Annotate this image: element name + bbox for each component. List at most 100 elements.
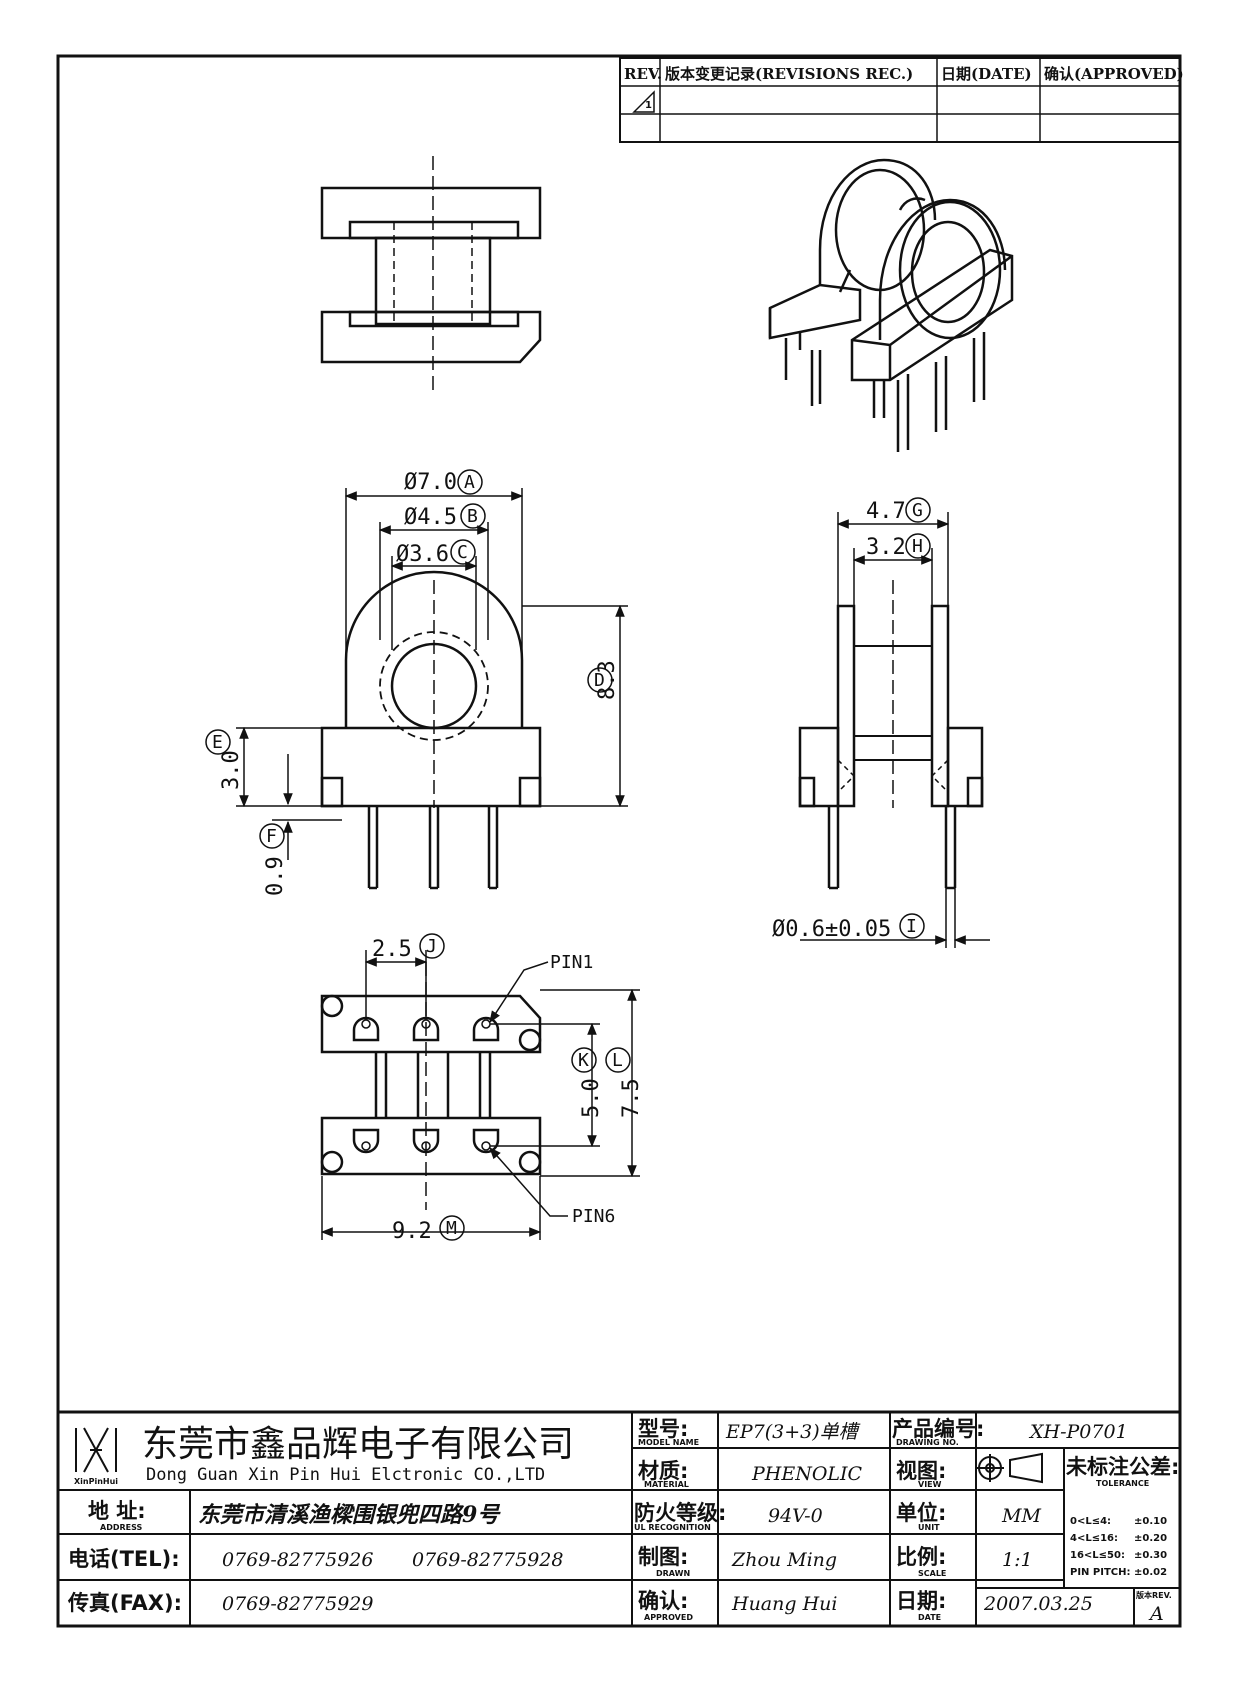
approved-header: 确认(APPROVED) — [1044, 65, 1184, 83]
svg-text:F: F — [266, 826, 277, 847]
dim-m-value: 9.2 — [392, 1219, 432, 1244]
dim-b-callout: B — [460, 503, 486, 529]
date-sub: DATE — [918, 1613, 941, 1622]
rev-header: REV. — [624, 65, 662, 83]
tolerance-range: PIN PITCH: — [1070, 1567, 1130, 1578]
dim-h-callout: H — [905, 533, 931, 559]
svg-text:M: M — [446, 1218, 457, 1239]
unit-label: 单位: — [896, 1501, 946, 1525]
approved-sub: APPROVED — [644, 1613, 693, 1622]
ul-value: 94V-0 — [768, 1505, 823, 1527]
dim-a-callout: A — [457, 469, 483, 495]
dim-e-value: 3.0 — [219, 750, 244, 790]
svg-text:L: L — [612, 1050, 623, 1071]
model-sub: MODEL NAME — [638, 1438, 699, 1447]
approved-label: 确认: — [638, 1589, 688, 1613]
front-view — [320, 570, 542, 890]
company-name-cn: 东莞市鑫品辉电子有限公司 — [142, 1424, 574, 1465]
ul-sub: UL RECOGNITION — [634, 1523, 711, 1532]
tolerance-range: 16<L≤50: — [1070, 1550, 1125, 1561]
dim-b-value: Ø4.5 — [404, 505, 457, 530]
address-sub: ADDRESS — [100, 1523, 143, 1532]
tel-label: 电话(TEL): — [68, 1547, 180, 1571]
dim-g-value: 4.7 — [866, 499, 906, 524]
date-header: 日期(DATE) — [941, 65, 1032, 83]
drawing-no-label: 产品编号: — [892, 1417, 984, 1441]
tolerance-value: ±0.02 — [1134, 1567, 1167, 1578]
dim-i-callout: I — [899, 913, 925, 939]
date-label: 日期: — [896, 1589, 946, 1613]
dim-g-callout: G — [905, 497, 931, 523]
pin1-label: PIN1 — [550, 952, 593, 973]
svg-text:C: C — [457, 542, 468, 563]
tolerance-value: ±0.30 — [1134, 1550, 1167, 1561]
material-sub: MATERIAL — [644, 1480, 689, 1489]
drawn-value: Zhou Ming — [731, 1549, 837, 1571]
dim-a-value: Ø7.0 — [404, 470, 457, 495]
drawing-no-sub: DRAWING NO. — [896, 1438, 959, 1447]
dim-i-value: Ø0.6±0.05 — [772, 917, 891, 942]
dim-k-callout: K — [571, 1047, 597, 1073]
logo-text: XinPinHui — [74, 1477, 118, 1486]
drawn-sub: DRAWN — [656, 1569, 690, 1578]
tolerance-range: 4<L≤16: — [1070, 1533, 1118, 1544]
revision-table — [619, 57, 1181, 143]
fax-value: 0769-82775929 — [222, 1593, 373, 1615]
bottom-view — [320, 962, 542, 1210]
model-value: EP7(3+3)单槽 — [725, 1421, 861, 1443]
tolerance-table: 0<L≤4: ±0.10 4<L≤16: ±0.20 16<L≤50: ±0.30PIN … — [1070, 1516, 1167, 1578]
dim-d-value: 8.3 — [595, 660, 620, 700]
svg-text:J: J — [426, 936, 437, 957]
model-label: 型号: — [638, 1417, 688, 1441]
dim-l-value: 7.5 — [619, 1078, 644, 1118]
revision-symbol: 1 — [645, 100, 652, 111]
dim-l-callout: L — [605, 1047, 631, 1073]
fax-label: 传真(FAX): — [67, 1591, 182, 1615]
dim-f-value: 0.9 — [263, 856, 288, 896]
view-label: 视图: — [896, 1459, 946, 1483]
dim-e-callout: E — [205, 729, 231, 755]
projection-symbol-icon — [976, 1452, 1043, 1484]
side-view — [798, 580, 984, 890]
scale-value: 1:1 — [1002, 1549, 1033, 1571]
top-view — [320, 156, 542, 392]
ul-label: 防火等级: — [634, 1501, 726, 1525]
company-name-en: Dong Guan Xin Pin Hui Elctronic CO.,LTD — [146, 1465, 545, 1485]
drawn-label: 制图: — [638, 1545, 688, 1569]
tel-1: 0769-82775926 — [222, 1549, 373, 1571]
svg-text:I: I — [906, 916, 917, 937]
svg-text:G: G — [912, 500, 923, 521]
dim-h-value: 3.2 — [866, 535, 906, 560]
view-sub: VIEW — [918, 1480, 942, 1489]
tel-2: 0769-82775928 — [412, 1549, 563, 1571]
svg-text:K: K — [578, 1050, 589, 1071]
svg-text:H: H — [912, 536, 923, 557]
unit-value: MM — [1001, 1505, 1041, 1527]
tolerance-value: ±0.10 — [1134, 1516, 1167, 1527]
scale-sub: SCALE — [918, 1569, 946, 1578]
date-value: 2007.03.25 — [983, 1593, 1093, 1615]
svg-text:A: A — [464, 472, 475, 493]
pin6-label: PIN6 — [572, 1206, 615, 1227]
svg-text:E: E — [212, 732, 223, 753]
front-view-dimension-lines — [236, 488, 628, 860]
dim-m-callout: M — [439, 1215, 465, 1241]
company-logo-icon — [75, 1427, 117, 1473]
revision-triangle-icon — [632, 90, 655, 113]
side-view-dimension-lines — [800, 512, 990, 948]
scale-label: 比例: — [896, 1545, 946, 1569]
material-value: PHENOLIC — [751, 1463, 863, 1485]
tolerance-sub: TOLERANCE — [1096, 1479, 1149, 1488]
dim-c-value: Ø3.6 — [396, 542, 449, 567]
address-label: 地 址: — [88, 1499, 146, 1523]
revision-record-header: 版本变更记录(REVISIONS REC.) — [665, 65, 913, 83]
tolerance-label: 未标注公差: — [1066, 1455, 1179, 1479]
tolerance-range: 0<L≤4: — [1070, 1516, 1111, 1527]
unit-sub: UNIT — [918, 1523, 940, 1532]
tolerance-value: ±0.20 — [1134, 1533, 1167, 1544]
material-label: 材质: — [638, 1459, 688, 1483]
svg-text:D: D — [594, 670, 605, 691]
isometric-view — [768, 158, 1014, 452]
dim-f-callout: F — [259, 823, 285, 849]
